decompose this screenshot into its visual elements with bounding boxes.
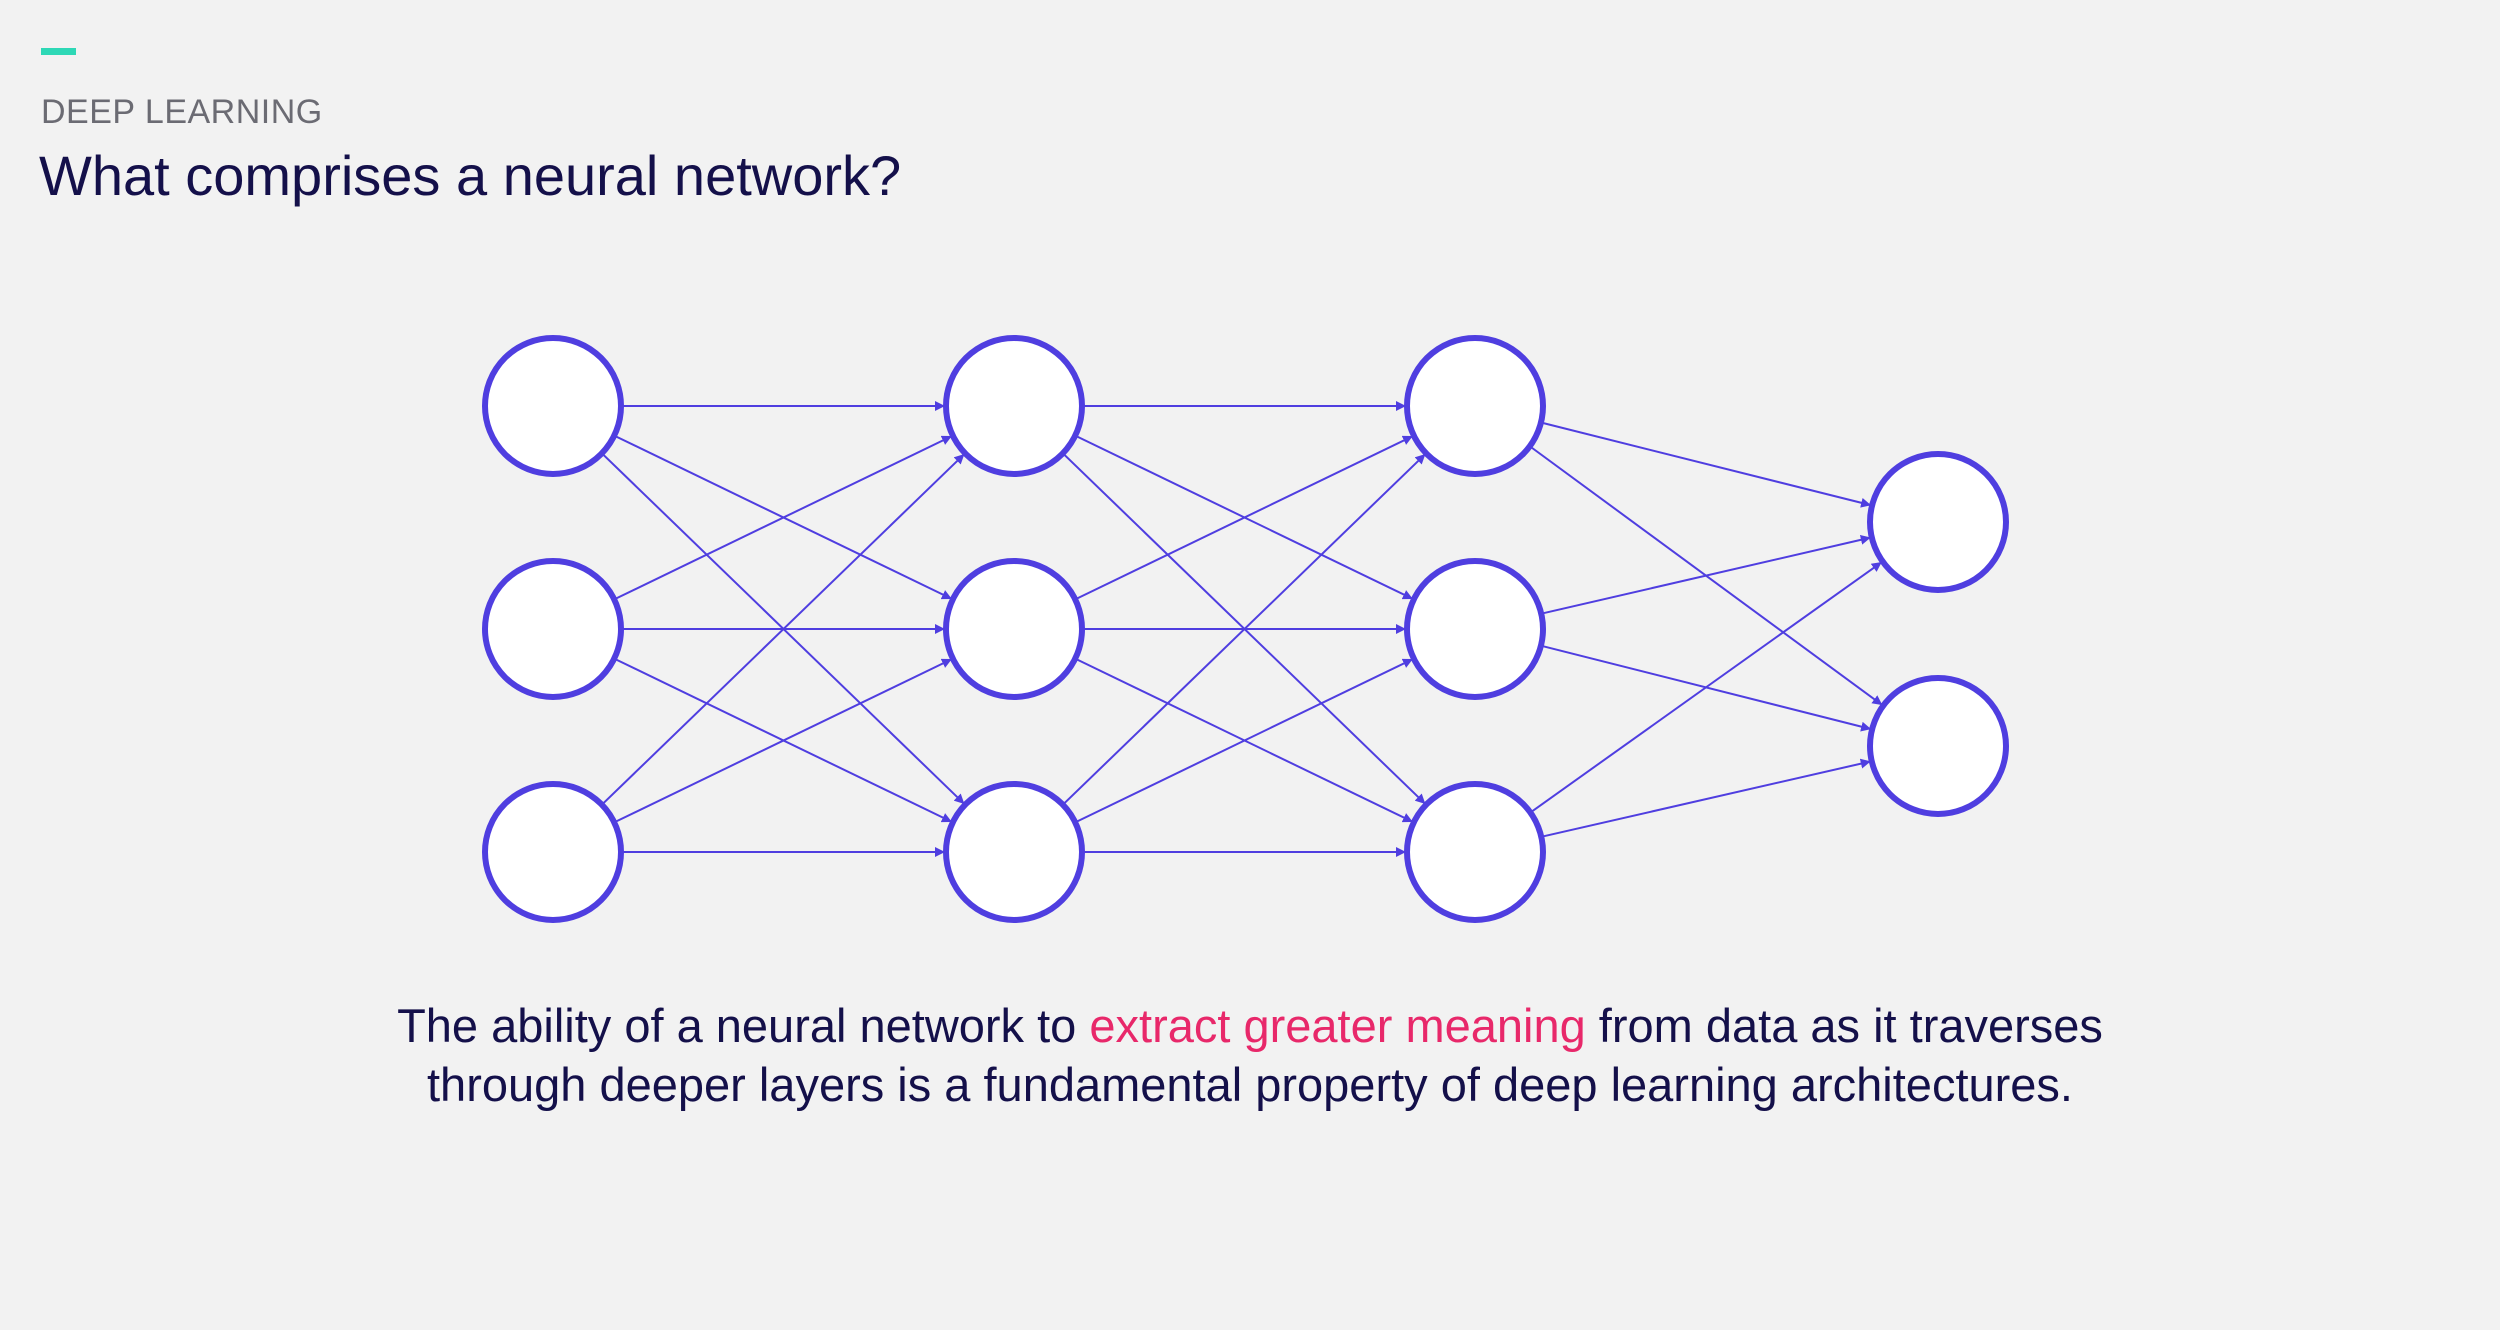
edge-l2n2-l3n1 bbox=[1074, 435, 1413, 601]
caption: The ability of a neural network to extra… bbox=[250, 996, 2250, 1114]
page-title: What comprises a neural network? bbox=[39, 144, 902, 207]
network-nodes bbox=[482, 335, 2009, 923]
edge-l1n3-l2n1 bbox=[601, 453, 965, 806]
node-layer4-2 bbox=[1867, 675, 2009, 817]
edge-l3n1-l4n1 bbox=[1540, 421, 1872, 508]
caption-line-2: through deeper layers is a fundamental p… bbox=[427, 1058, 2073, 1111]
edge-l1n3-l2n2 bbox=[613, 658, 952, 824]
edge-l3n2-l4n1 bbox=[1541, 534, 1871, 615]
caption-text-start: The ability of a neural network to bbox=[397, 999, 1090, 1052]
node-layer2-2 bbox=[943, 558, 1085, 700]
edge-l2n3-l3n2 bbox=[1074, 658, 1413, 824]
edge-l3n3-l4n2 bbox=[1541, 758, 1871, 838]
accent-bar bbox=[41, 48, 76, 55]
edge-l2n3-l3n1 bbox=[1062, 453, 1426, 806]
node-layer3-3 bbox=[1404, 781, 1546, 923]
node-layer2-3 bbox=[943, 781, 1085, 923]
node-layer1-1 bbox=[482, 335, 624, 477]
node-layer4-1 bbox=[1867, 451, 2009, 593]
caption-text-end: from data as it traverses bbox=[1585, 999, 2103, 1052]
edge-l3n3-l4n1 bbox=[1529, 561, 1882, 814]
edge-l1n2-l2n1 bbox=[613, 435, 952, 601]
node-layer3-1 bbox=[1404, 335, 1546, 477]
caption-highlight: extract greater meaning bbox=[1089, 999, 1586, 1052]
connection-edges bbox=[601, 401, 1883, 857]
section-eyebrow: DEEP LEARNING bbox=[41, 93, 323, 131]
node-layer1-3 bbox=[482, 781, 624, 923]
node-layer1-2 bbox=[482, 558, 624, 700]
node-layer2-1 bbox=[943, 335, 1085, 477]
node-layer3-2 bbox=[1404, 558, 1546, 700]
